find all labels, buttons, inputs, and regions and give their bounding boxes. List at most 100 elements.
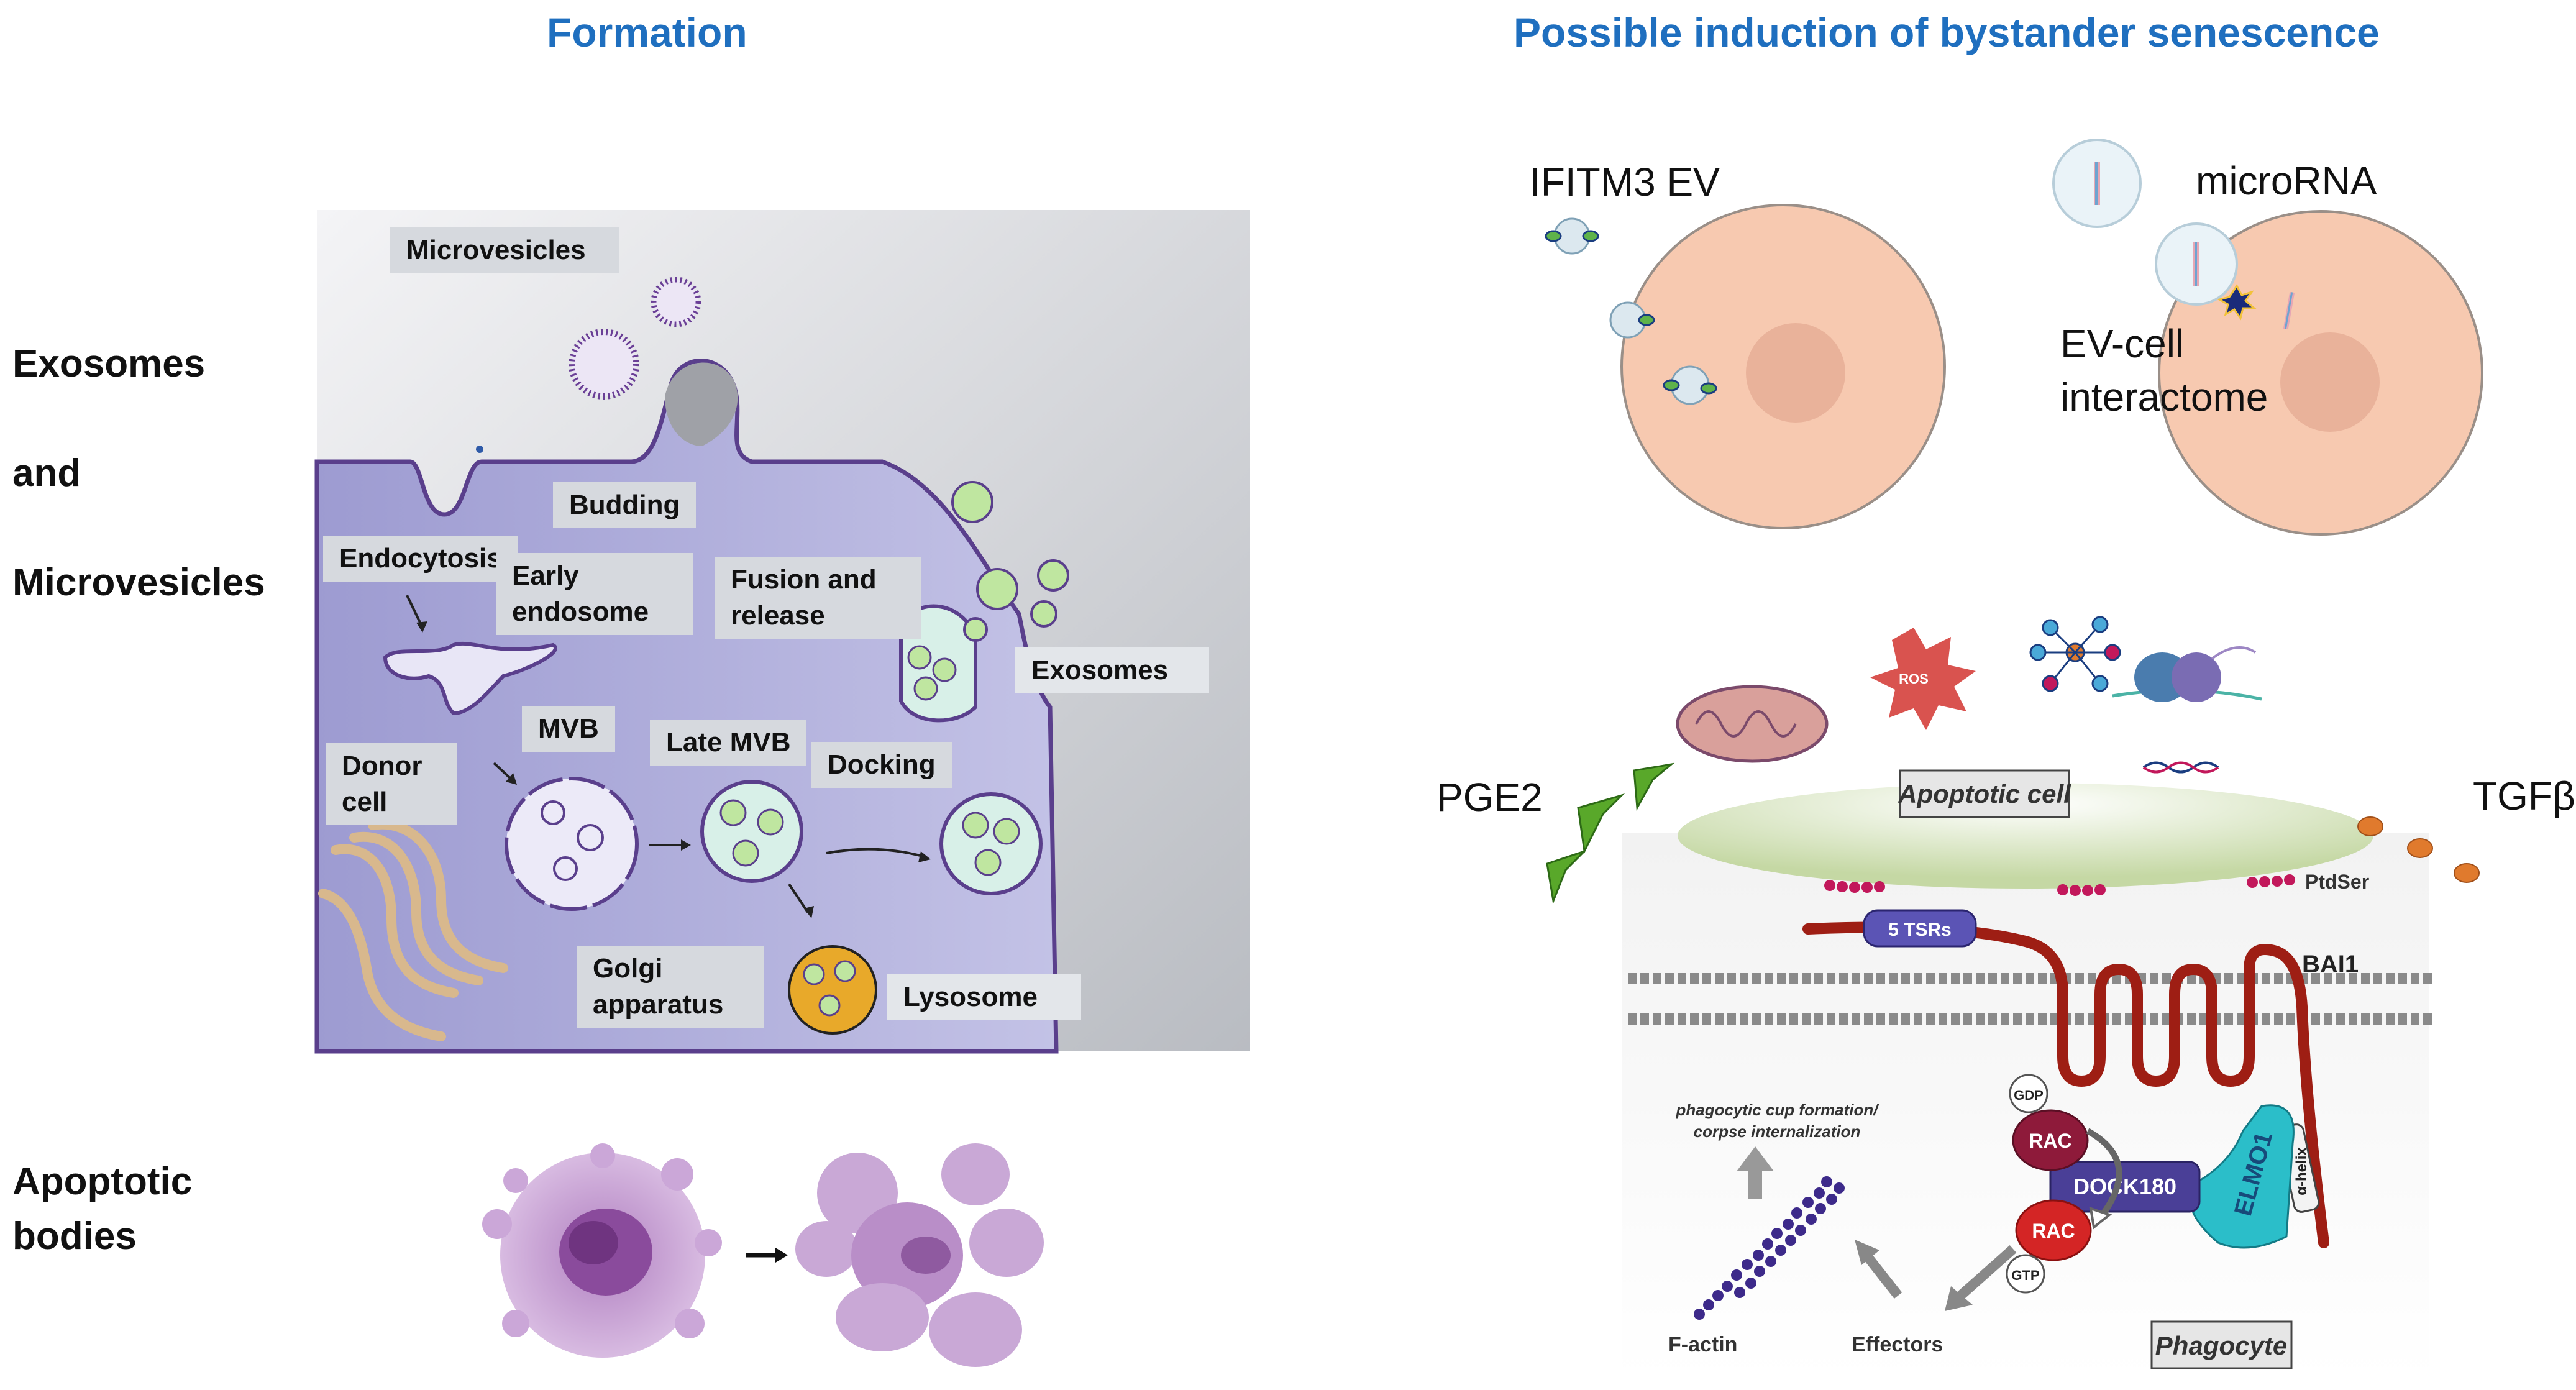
ptdser-dots [1824,874,2295,896]
label-tgfb: TGFβ [2473,774,2575,818]
ribosome-icon [2112,646,2262,702]
label-early-2: endosome [512,597,649,627]
ifitm3-ev-docked [1663,365,1717,405]
label-pge2: PGE2 [1436,775,1543,820]
elmo1 [2190,1104,2295,1249]
nucleus-right [2280,332,2380,432]
bai1-receptor [1802,921,2329,1248]
label-microvesicles: Microvesicles [390,227,619,273]
apoptotic-cell-label: Apoptotic cell [1898,779,2071,808]
rac-gtp-label: RAC [2032,1220,2075,1242]
cup-arrow [1737,1146,1774,1199]
nucleus-left [1746,323,1845,423]
exosome-free [1030,600,1057,628]
golgi-apparatus [318,819,508,1041]
exosome-free [963,617,988,642]
label-fusion-2: release [731,600,825,631]
bystander-title: Possible induction of bystander senescen… [1514,9,2380,55]
apoptotic-body-fragments [795,1143,1044,1367]
apoptotic-cell [482,1143,722,1358]
row-label-apoptotic-line1: Apoptotic [12,1160,193,1203]
microrna-ev-docked [2155,222,2295,330]
cup-label-1: phagocytic cup formation/ [1675,1100,1879,1119]
receptor-dot [476,446,483,453]
label-golgi: Golgi apparatus [577,946,764,1028]
helix-label: α-helix [2293,1147,2310,1196]
exosome-free [951,481,993,523]
label-interactome-2: interactome [2060,375,2268,419]
label-golgi-1: Golgi [593,953,663,984]
label-fusion-1: Fusion and [731,564,877,595]
label-donor-cell: Donor cell [326,743,457,825]
gtp-bubble [2006,1254,2045,1294]
label-lysosome: Lysosome [887,974,1081,1020]
arrow-lysosome [788,883,809,913]
row-label-and: and [12,452,81,495]
dock180-label: DOCK180 [2073,1174,2176,1199]
gdp-label: GDP [2014,1087,2044,1103]
phagocytosis-diagram: ROS Apoptotic cell PtdSer [1546,616,2480,1379]
lysosome [788,945,877,1035]
bystander-cells [1545,139,2483,536]
ptdser-label: PtdSer [2305,871,2369,893]
pge2-molecules [1546,762,1675,905]
label-late-mvb: Late MVB [650,720,807,766]
rac-gdp-label: RAC [2029,1130,2071,1152]
factin-helix [1694,1176,1845,1320]
mitochondrion-icon [1676,685,1829,763]
bai1-label: BAI1 [2302,951,2359,978]
label-golgi-2: apparatus [593,989,724,1020]
label-exosomes: Exosomes [1015,647,1209,693]
formation-diagram [314,210,1250,1054]
gdp-bubble [2009,1074,2048,1113]
tsrs-box [1863,909,1977,948]
gtp-label: GTP [2011,1268,2039,1283]
label-endocytosis: Endocytosis [323,536,518,582]
row-label-apoptotic-line2: bodies [12,1215,137,1258]
ifitm3-ev [1609,301,1655,339]
row-label-apoptotic-bodies: Apoptotic bodies [12,1155,192,1264]
exosome-free [976,568,1018,610]
effectors-arrow [1945,1245,2017,1311]
late-mvb [700,780,803,883]
mvb [505,777,639,911]
exchange-arrow [2086,1128,2122,1220]
apoptotic-bodies-diagram [482,1143,1044,1367]
microvesicle-small [651,277,701,327]
exosome-free [1037,559,1069,592]
microrna-ev [2052,139,2142,228]
row-label-exosomes: Exosomes [12,342,206,385]
rac-gtp [2015,1199,2092,1261]
apoptotic-cell-membrane [1678,783,2373,889]
tsrs-label: 5 TSRs [1888,920,1952,940]
label-docking: Docking [811,742,952,788]
label-interactome-1: EV-cell [2060,321,2185,366]
ifitm3-ev [1545,217,1599,255]
ros-text: ROS [1899,671,1929,687]
apoptotic-cell-box [1899,769,2070,818]
early-endosome [383,641,557,716]
dna-icon [2142,761,2219,774]
interaction-star [2217,284,2257,321]
label-donor-2: cell [342,787,388,817]
arrow-endocytosis [406,595,424,628]
microvesicle-large [569,329,639,400]
row-label-microvesicles: Microvesicles [12,561,265,604]
formation-title: Formation [547,9,747,55]
budding-knob [665,362,738,446]
arrow-docking [826,848,923,857]
rac-gdp [2012,1109,2089,1171]
label-budding: Budding [553,482,697,528]
docking-mvb [939,792,1043,895]
label-early-1: Early [512,560,579,591]
label-early-endosome: Early endosome [496,553,693,635]
phagocyte-label: Phagocyte [2155,1331,2287,1360]
nanoparticle-icon [2029,616,2121,692]
cup-label-2: corpse internalization [1694,1122,1861,1141]
phagocyte-box [2150,1320,2293,1369]
factin-arrow [1855,1240,1902,1299]
dock180 [2049,1161,2201,1213]
ros-icon: ROS [1870,628,1976,730]
label-ifitm3-ev: IFITM3 EV [1530,160,1720,204]
label-fusion-release: Fusion and release [715,557,921,639]
